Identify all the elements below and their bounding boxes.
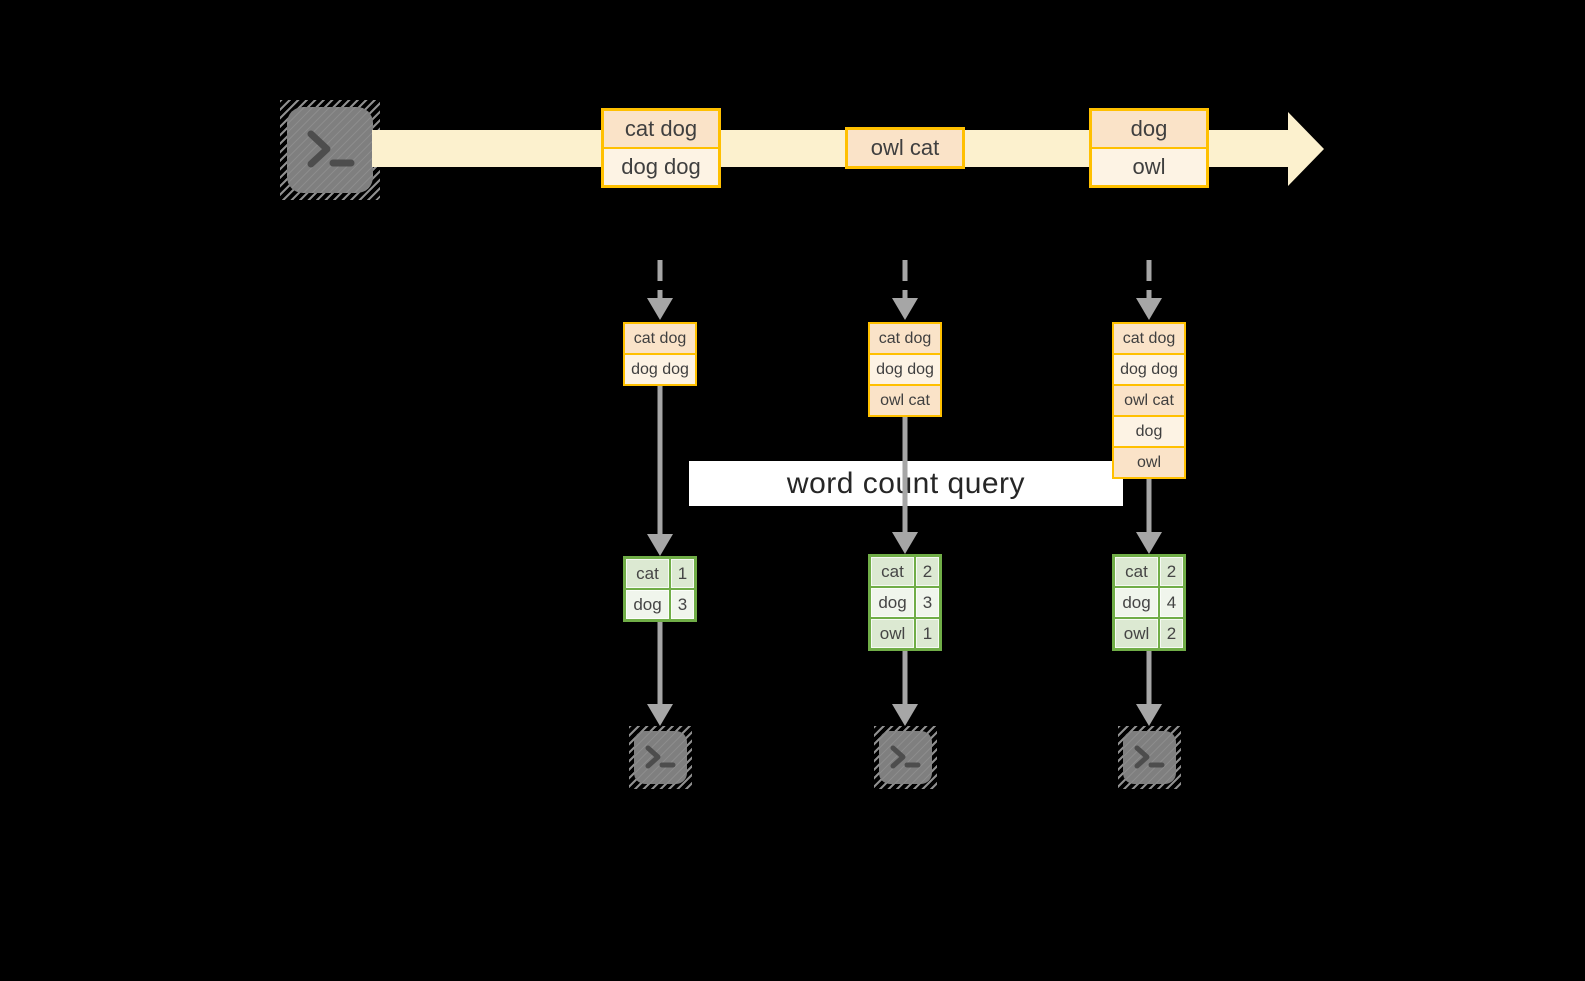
count-cell: 4	[1158, 588, 1183, 617]
buffer-row: dog dog	[870, 353, 940, 384]
source-terminal-icon	[280, 100, 380, 200]
sink-terminal-icon	[874, 726, 937, 789]
query-arrow-icon	[647, 386, 673, 556]
word-cell: cat	[1115, 557, 1158, 586]
terminal-prompt-icon	[307, 130, 355, 168]
sink-terminal-icon	[629, 726, 692, 789]
stream-box-row: dog dog	[604, 147, 718, 185]
word-cell: cat	[626, 559, 669, 588]
terminal-body	[1123, 731, 1176, 784]
terminal-prompt-icon	[890, 745, 920, 768]
count-row: dog 4	[1115, 586, 1183, 617]
word-cell: dog	[1115, 588, 1158, 617]
ingest-arrow-icon	[1136, 260, 1162, 320]
stream-box-row: owl	[1092, 147, 1206, 185]
word-cell: dog	[871, 588, 914, 617]
ingest-arrow-icon	[647, 260, 673, 320]
stream-box: cat dog dog dog	[601, 108, 721, 188]
query-arrow-icon	[892, 417, 918, 554]
buffer-row: owl	[1114, 446, 1184, 477]
count-row: cat 2	[1115, 557, 1183, 586]
count-table: cat 1 dog 3	[623, 556, 697, 622]
buffer-row: dog dog	[1114, 353, 1184, 384]
stream-box-row: owl cat	[848, 130, 962, 166]
buffer-stack: cat dog dog dog owl cat dog owl	[1112, 322, 1186, 479]
stream-box: dog owl	[1089, 108, 1209, 188]
terminal-prompt-icon	[645, 745, 675, 768]
count-cell: 3	[669, 590, 694, 619]
output-arrow-icon	[1136, 651, 1162, 726]
buffer-row: cat dog	[625, 324, 695, 353]
stream-box-row: cat dog	[604, 111, 718, 147]
terminal-body	[634, 731, 687, 784]
buffer-row: dog dog	[625, 353, 695, 384]
stream-box-row: dog	[1092, 111, 1206, 147]
word-cell: owl	[871, 619, 914, 648]
count-table: cat 2 dog 3 owl 1	[868, 554, 942, 651]
sink-terminal-icon	[1118, 726, 1181, 789]
buffer-row: owl cat	[870, 384, 940, 415]
ingest-arrow-icon	[892, 260, 918, 320]
count-row: dog 3	[871, 586, 939, 617]
terminal-body	[287, 107, 373, 193]
count-row: owl 2	[1115, 617, 1183, 648]
terminal-prompt-icon	[1134, 745, 1164, 768]
count-cell: 2	[1158, 619, 1183, 648]
count-cell: 2	[914, 557, 939, 586]
word-cell: dog	[626, 590, 669, 619]
buffer-row: dog	[1114, 415, 1184, 446]
buffer-row: cat dog	[870, 324, 940, 353]
stream-arrow-head-icon	[1288, 112, 1324, 186]
count-row: cat 2	[871, 557, 939, 586]
word-cell: owl	[1115, 619, 1158, 648]
query-arrow-icon	[1136, 479, 1162, 554]
count-cell: 3	[914, 588, 939, 617]
buffer-stack: cat dog dog dog owl cat	[868, 322, 942, 417]
buffer-row: cat dog	[1114, 324, 1184, 353]
count-cell: 1	[669, 559, 694, 588]
output-arrow-icon	[892, 651, 918, 726]
word-cell: cat	[871, 557, 914, 586]
buffer-stack: cat dog dog dog	[623, 322, 697, 386]
count-row: cat 1	[626, 559, 694, 588]
stream-box: owl cat	[845, 127, 965, 169]
terminal-body	[879, 731, 932, 784]
output-arrow-icon	[647, 622, 673, 726]
count-cell: 2	[1158, 557, 1183, 586]
buffer-row: owl cat	[1114, 384, 1184, 415]
count-cell: 1	[914, 619, 939, 648]
count-row: owl 1	[871, 617, 939, 648]
count-table: cat 2 dog 4 owl 2	[1112, 554, 1186, 651]
count-row: dog 3	[626, 588, 694, 619]
